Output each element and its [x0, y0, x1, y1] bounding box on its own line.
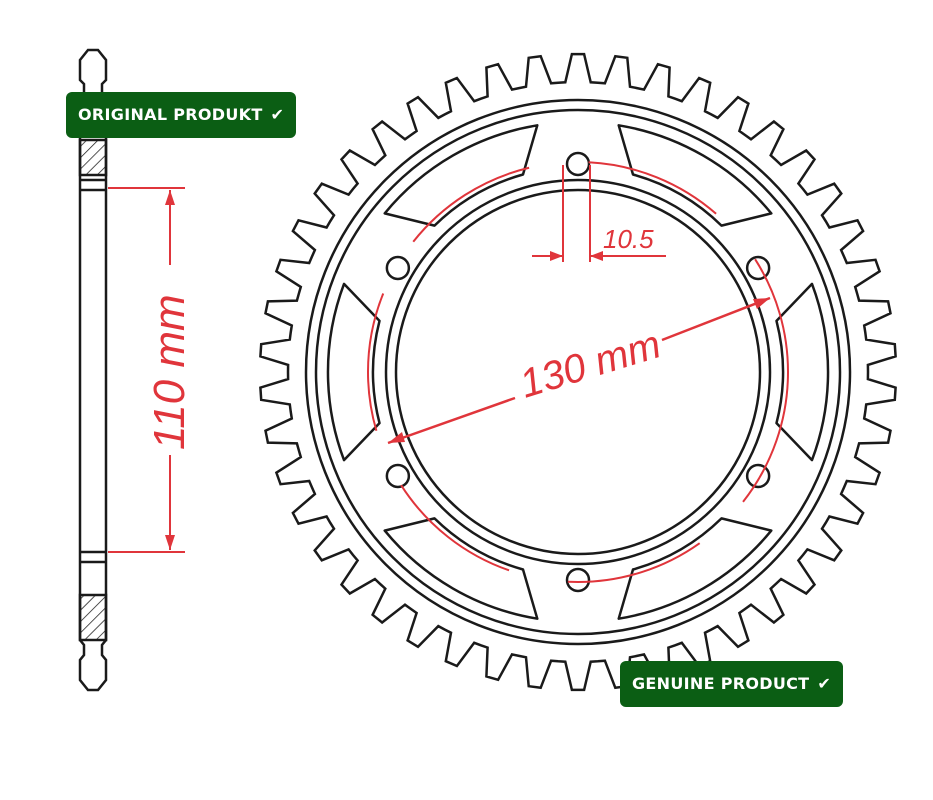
hub-ring: [384, 178, 772, 566]
sprocket-front-view: [259, 52, 897, 692]
side-height-dimension: [108, 187, 185, 553]
original-product-badge: ORIGINAL PRODUKT ✔: [66, 92, 297, 138]
sprocket-teeth: [259, 52, 897, 692]
badge-label: GENUINE PRODUCT: [632, 674, 810, 693]
outer-ring: [304, 98, 852, 646]
lightening-window: [617, 517, 773, 620]
checkmark-icon: ✔: [270, 105, 285, 124]
bolt-circle-dimension: [387, 296, 771, 445]
lightening-window: [326, 282, 381, 462]
side-view: [78, 48, 108, 692]
hole-diameter-label: 10.5: [603, 224, 654, 254]
hole-dimension: [532, 165, 666, 262]
lightening-window: [775, 282, 830, 462]
side-height-label: 110 mm: [145, 294, 194, 450]
genuine-product-badge: GENUINE PRODUCT ✔: [620, 661, 844, 707]
lightening-window: [617, 124, 773, 227]
bolt-hole: [565, 567, 591, 593]
bolt-hole: [565, 151, 591, 177]
bolt-hole: [385, 463, 411, 489]
lightening-window: [383, 517, 539, 620]
center-bore: [394, 188, 762, 556]
checkmark-icon: ✔: [817, 674, 832, 693]
bolt-hole: [385, 255, 411, 281]
bolt-circle: [367, 161, 789, 583]
bolt-hole: [745, 463, 771, 489]
badge-label: ORIGINAL PRODUKT: [78, 105, 263, 124]
bolt-circle-label: 130 mm: [515, 322, 666, 406]
inner-ring: [314, 108, 842, 636]
bolt-hole: [745, 255, 771, 281]
lightening-window: [383, 124, 539, 227]
